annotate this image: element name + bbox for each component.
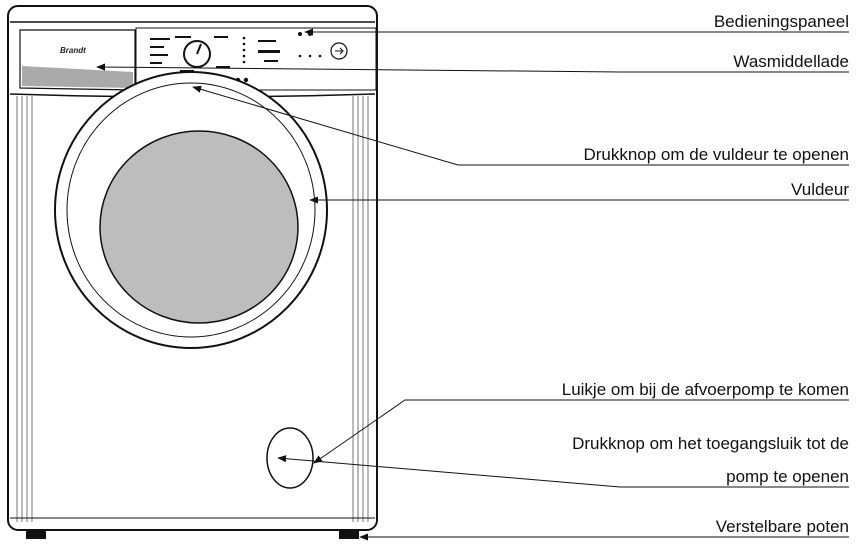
brand-logo-text: Brandt — [60, 46, 86, 55]
foot-right — [339, 530, 359, 539]
pump-hatch — [266, 427, 314, 489]
label-feet: Verstelbare poten — [715, 517, 849, 536]
label-control-panel: Bedieningspaneel — [713, 12, 849, 31]
door — [54, 71, 328, 349]
label-door: Vuldeur — [791, 180, 849, 199]
label-pump-hatch-button-line2: pomp te openen — [726, 467, 849, 486]
detergent-drawer — [19, 29, 136, 91]
label-pump-hatch: Luikje om bij de afvoerpomp te komen — [561, 380, 849, 399]
door-glass — [99, 130, 299, 324]
label-door-button: Drukknop om de vuldeur te openen — [583, 145, 849, 164]
callout-lines — [96, 28, 849, 541]
label-detergent-drawer: Wasmiddellade — [733, 52, 849, 71]
foot-left — [26, 530, 46, 539]
label-pump-hatch-button-line1: Drukknop om het toegangsluik tot de — [572, 434, 849, 453]
